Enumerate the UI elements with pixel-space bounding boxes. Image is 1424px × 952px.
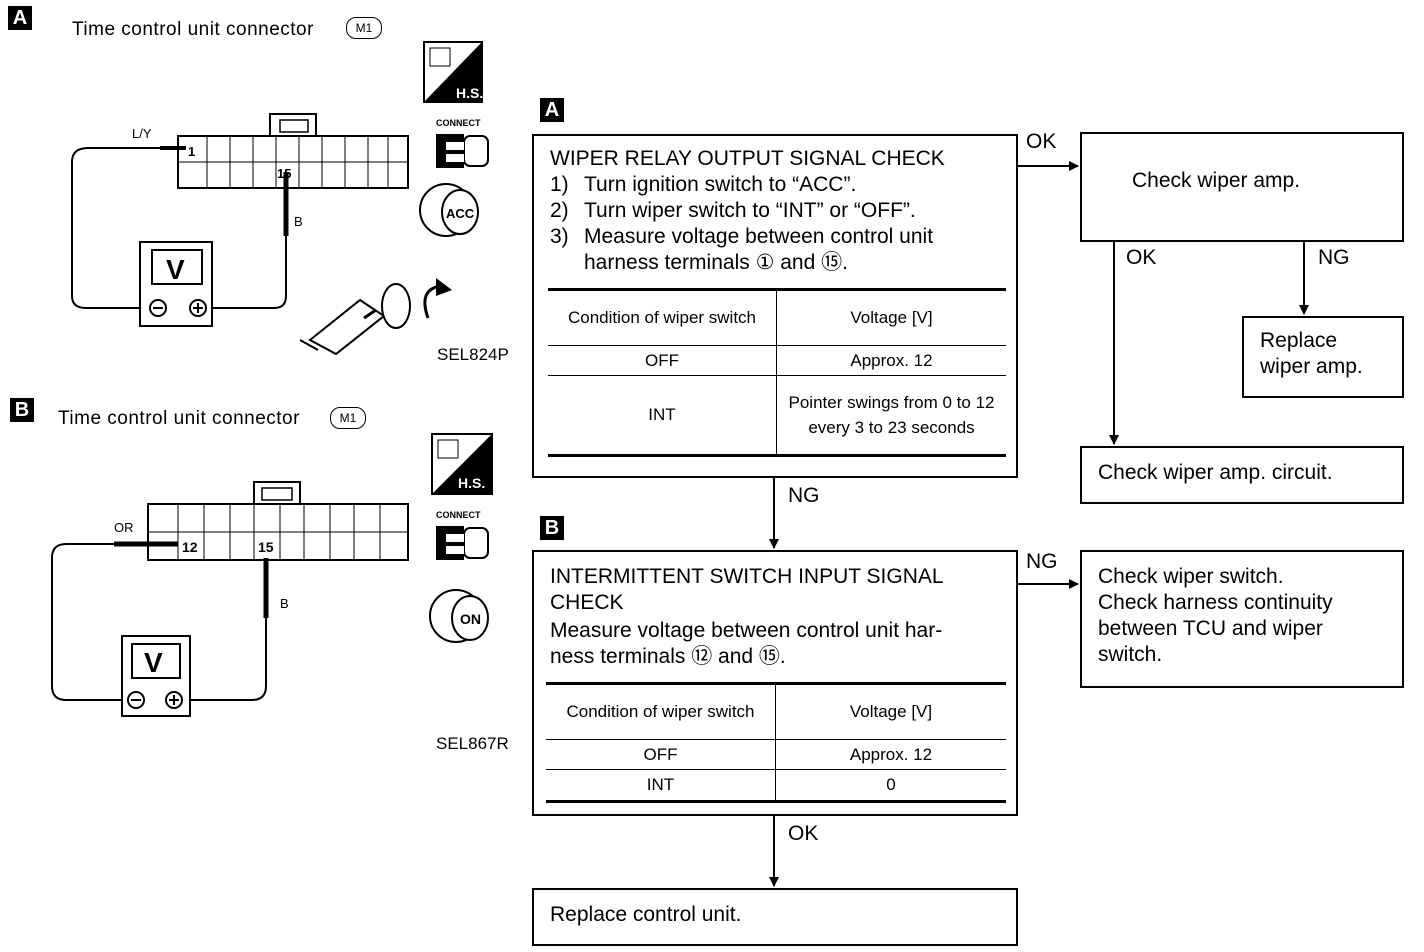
step-a-title: WIPER RELAY OUTPUT SIGNAL CHECK: [550, 147, 945, 170]
label-b-ng: NG: [1026, 550, 1058, 573]
table-b-header-condition: Condition of wiper switch: [546, 682, 776, 740]
wire-a-left-label: L/Y: [132, 126, 152, 141]
step-a-line-2: 2) Turn wiper switch to “INT” or “OFF”.: [550, 198, 916, 224]
table-b-cell: INT: [546, 769, 776, 803]
step-b-line-1: Measure voltage between control unit har…: [550, 619, 943, 642]
table-a-cell: OFF: [548, 345, 777, 376]
connect-b-label: CONNECT: [436, 510, 481, 520]
figure-code-b: SEL867R: [436, 734, 509, 753]
check-wiper-switch-line-2: Check harness continuity: [1098, 591, 1333, 614]
key-a-label: ACC: [446, 206, 475, 221]
harness-side-icon: [431, 433, 493, 495]
ignition-key-on-icon: [429, 589, 489, 643]
step-a-line-2-num: 2): [550, 199, 569, 222]
step-a-line-3-num: 3): [550, 225, 569, 248]
label-amp-ok: OK: [1126, 246, 1157, 269]
label-b-ok: OK: [788, 822, 819, 845]
ignition-cylinder-icon: [299, 283, 411, 356]
step-b-title-1: INTERMITTENT SWITCH INPUT SIGNAL: [550, 565, 944, 588]
step-a-line-3-text: Measure voltage between control unit: [584, 225, 934, 248]
connect-icon: [436, 134, 489, 168]
step-a-line-1-num: 1): [550, 173, 569, 196]
check-wiper-switch-line-1: Check wiper switch.: [1098, 565, 1284, 588]
step-a-voltage-table: Condition of wiper switch Voltage [V] OF…: [548, 288, 1006, 457]
step-b-line-2: ness terminals ⑫ and ⑮.: [550, 645, 786, 668]
meter-b-label: V: [144, 647, 163, 678]
step-b-box: INTERMITTENT SWITCH INPUT SIGNAL CHECK M…: [532, 550, 1018, 816]
wire-b-left-label: OR: [114, 520, 134, 535]
key-b-label: ON: [460, 611, 481, 627]
replace-wiper-amp-line-2: wiper amp.: [1260, 355, 1363, 378]
replace-control-unit-text: Replace control unit.: [550, 903, 742, 926]
connector-b: [147, 481, 409, 561]
harness-side-icon: [423, 41, 483, 103]
check-wiper-switch-line-3: between TCU and wiper: [1098, 617, 1323, 640]
panel-a-connector-code: M1: [346, 17, 382, 39]
connect-icon: [436, 526, 489, 560]
step-a-badge: A: [540, 98, 564, 122]
check-wiper-amp-circuit-text: Check wiper amp. circuit.: [1098, 461, 1333, 484]
replace-wiper-amp-box: Replace wiper amp.: [1242, 316, 1404, 398]
panel-b-wiring-diagram: 12 15 OR B V H.S. CONNECT ON: [51, 433, 493, 717]
table-b-header-voltage: Voltage [V]: [775, 682, 1006, 740]
panel-a-badge: A: [8, 6, 32, 30]
table-a-cell: Approx. 12: [776, 345, 1006, 376]
step-a-box: WIPER RELAY OUTPUT SIGNAL CHECK 1) Turn i…: [532, 134, 1018, 478]
voltmeter-b: [121, 635, 191, 717]
step-a-line-3: 3) Measure voltage between control unit: [550, 224, 933, 250]
step-a-line-1-text: Turn ignition switch to “ACC”.: [584, 173, 857, 196]
replace-wiper-amp-line-1: Replace: [1260, 329, 1338, 352]
panel-b-connector-code: M1: [330, 407, 366, 429]
wire-a-right-label: B: [294, 214, 303, 229]
connector-a: [177, 113, 409, 189]
ignition-key-acc-icon: [419, 183, 479, 237]
replace-control-unit-box: Replace control unit.: [532, 888, 1018, 946]
pin-b-right: 15: [258, 539, 274, 555]
step-a-line-1: 1) Turn ignition switch to “ACC”.: [550, 172, 856, 198]
label-amp-ng: NG: [1318, 246, 1350, 269]
label-a-ng: NG: [788, 484, 820, 507]
step-b-title-2: CHECK: [550, 591, 624, 614]
panel-b-connector-label: Time control unit connector: [58, 408, 300, 429]
panel-b-badge: B: [10, 398, 34, 422]
table-a-cell: Pointer swings from 0 to 12 every 3 to 2…: [776, 375, 1006, 457]
check-wiper-amp-box: Check wiper amp.: [1080, 132, 1404, 242]
check-wiper-switch-box: Check wiper switch. Check harness contin…: [1080, 550, 1404, 688]
connect-a-label: CONNECT: [436, 118, 481, 128]
table-b-cell: Approx. 12: [775, 739, 1006, 770]
rotate-arrowhead: [436, 278, 452, 296]
panel-a-wiring-diagram: 1 15 L/Y B V H.S. CONNECT ACC: [71, 41, 489, 356]
table-a-header-condition: Condition of wiper switch: [548, 288, 777, 346]
step-b-badge: B: [540, 516, 564, 540]
hs-a-label: H.S.: [456, 85, 483, 101]
step-b-voltage-table: Condition of wiper switch Voltage [V] OF…: [546, 682, 1006, 803]
figure-code-a: SEL824P: [437, 345, 509, 364]
check-wiper-amp-text: Check wiper amp.: [1132, 169, 1301, 192]
check-wiper-amp-circuit-box: Check wiper amp. circuit.: [1080, 446, 1404, 504]
step-a-line-4: harness terminals ① and ⑮.: [584, 251, 848, 274]
meter-a-label: V: [166, 254, 185, 285]
pin-a-left: 1: [188, 144, 195, 159]
label-a-ok: OK: [1026, 130, 1057, 153]
check-wiper-switch-line-4: switch.: [1098, 643, 1163, 666]
hs-b-label: H.S.: [458, 475, 485, 491]
table-a-header-voltage: Voltage [V]: [776, 288, 1006, 346]
table-b-cell: 0: [775, 769, 1006, 803]
table-a-cell: INT: [548, 375, 777, 457]
step-a-line-2-text: Turn wiper switch to “INT” or “OFF”.: [584, 199, 916, 222]
panel-a-connector-label: Time control unit connector: [72, 19, 314, 40]
wire-b-right-label: B: [280, 596, 289, 611]
pin-b-left: 12: [182, 539, 198, 555]
voltmeter-a: [139, 241, 213, 327]
